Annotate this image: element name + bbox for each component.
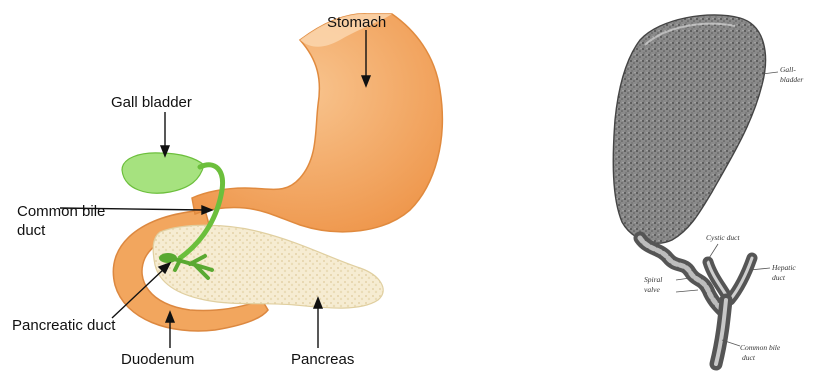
cystic-duct-label: Cystic duct [706,233,740,242]
common-bile-duct-engraving-label-line2: duct [742,353,756,362]
digestive-organs-diagram: Stomach Gall bladder Common bile duct Pa… [12,14,442,368]
common-bile-duct-engraving-label-line1: Common bile [740,343,781,352]
spiral-valve-label-line2: valve [644,285,660,294]
spiral-valve-label-line1: Spiral [644,275,662,284]
pancreas-shape [153,225,383,308]
gall-bladder-engraving-label-line1: Gall- [780,65,796,74]
pancreas-label: Pancreas [291,351,354,368]
stomach-label: Stomach [327,14,386,31]
gall-bladder-body [613,15,765,243]
duodenum-label: Duodenum [121,351,194,368]
pancreatic-duct-label: Pancreatic duct [12,317,116,334]
common-bile-duct-label-line1: Common bile [17,203,105,220]
gall-bladder-engraving: Gall- bladder Cystic duct Spiral valve H… [613,15,803,364]
hepatic-duct-label-line2: duct [772,273,786,282]
gall-bladder-engraving-label-line2: bladder [780,75,803,84]
hepatic-duct-label-line1: Hepatic [771,263,796,272]
gall-bladder-label: Gall bladder [111,94,192,111]
common-bile-duct-label-line2: duct [17,222,46,239]
gall-bladder-shape [122,153,204,193]
